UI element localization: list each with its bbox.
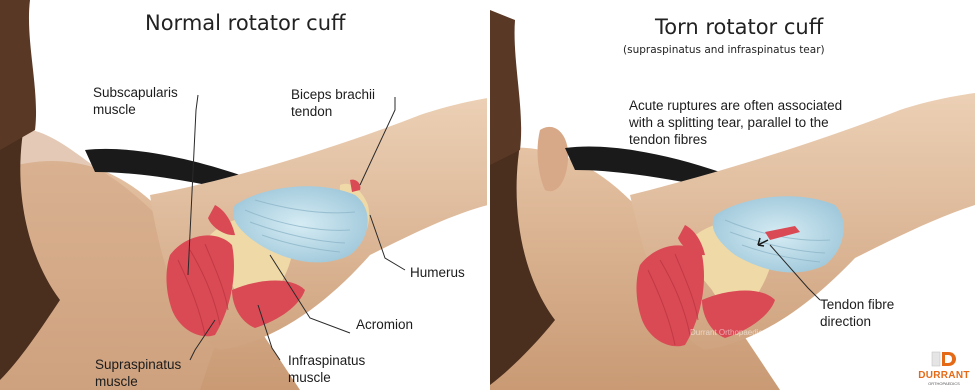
panel-divider [487,0,490,390]
label-subscapularis: Subscapularis muscle [93,84,178,118]
label-acromion: Acromion [356,316,413,333]
left-panel-title: Normal rotator cuff [145,11,346,35]
normal-shoulder-illustration [0,0,488,390]
label-biceps-brachii-tendon: Biceps brachii tendon [291,86,375,120]
label-infraspinatus: Infraspinatus muscle [288,352,365,386]
right-panel-subtitle: (supraspinatus and infraspinatus tear) [623,44,825,56]
label-humerus: Humerus [410,264,465,281]
normal-rotator-cuff-panel: Normal rotator cuff Subscapularis muscle… [0,0,488,390]
logo-mark-icon [918,348,970,370]
watermark: Durrant Orthopaedics © [690,328,775,337]
logo-name: DURRANT [918,370,970,381]
tear-description: Acute ruptures are often associated with… [629,97,842,148]
torn-rotator-cuff-panel: Torn rotator cuff (supraspinatus and inf… [490,0,975,390]
logo-tagline: ORTHOPAEDICS [918,381,970,386]
label-supraspinatus: Supraspinatus muscle [95,356,181,390]
label-tendon-fibre-direction: Tendon fibre direction [820,296,894,330]
right-panel-title: Torn rotator cuff [655,15,823,39]
durrant-logo: DURRANT ORTHOPAEDICS [918,348,970,384]
